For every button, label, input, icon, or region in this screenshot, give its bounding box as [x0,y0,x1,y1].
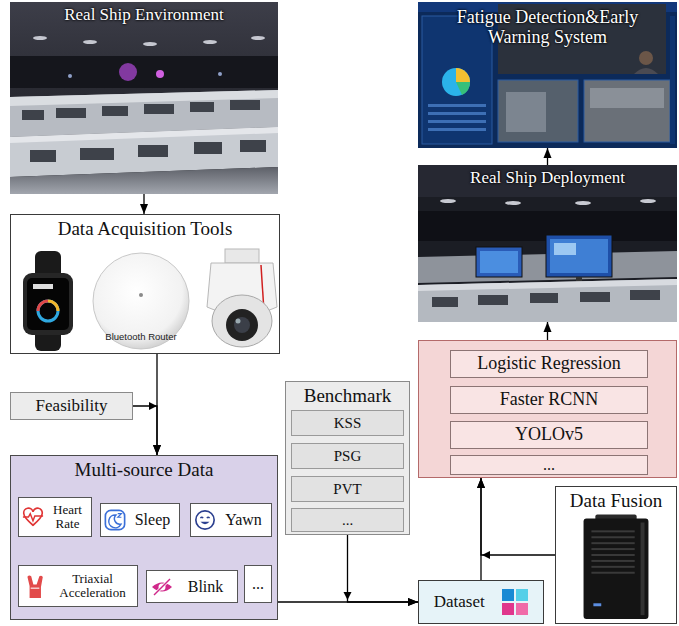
process-box: Feasibility [10,392,133,420]
icon [150,575,174,599]
data-item: ... [244,565,272,603]
panel-title: Real Ship Environment [10,2,278,25]
flow-arrow [480,478,481,580]
panel-title: Multi-source Data [11,456,277,481]
item-label: KSS [334,415,362,432]
flow-arrow [481,478,555,555]
item-label: PSG [334,448,362,465]
panel-title: Benchmark [286,382,409,407]
flow-arrow [348,535,419,602]
dataset-box: Dataset [418,580,544,624]
data-item: Yawn [190,503,272,537]
data-item: ... [450,455,648,475]
flow-arrow [547,322,548,340]
group-box: BenchmarkKSS PSG PVT... [285,381,410,535]
group-box: Multi-source DataHeart Rate Sleep YawnTria… [10,455,278,620]
panel-title: Real Ship Deployment [418,165,677,188]
item-label: Heart Rate [47,503,88,532]
data-item: Heart Rate [18,497,92,537]
illustration [10,2,278,194]
item-label: PVT [333,481,361,498]
panel-title: Data Acquisition Tools [11,215,279,240]
item-label: ... [342,512,353,529]
panel-title: Fatigue Detection&Early Warning System [440,4,655,48]
item-label: YOLOv5 [515,425,583,445]
data-item: Logistic Regression [450,350,648,378]
flow-arrow [133,406,157,455]
item-label: Sleep [129,511,176,529]
flow-arrow [143,194,144,214]
data-item: Triaxial Acceleration [18,565,138,607]
data-item: Faster RCNN [450,386,648,414]
item-label: ... [543,456,555,474]
illustration [418,165,677,322]
screenshot-panel: Fatigue Detection&Early Warning System [418,2,677,148]
item-label: Triaxial Acceleration [51,572,134,601]
tools-panel: Data Acquisition ToolsBluetooth Router [10,214,280,354]
data-item: ... [291,508,404,532]
fusion-box: Data Fusion [555,486,677,624]
icon [104,509,126,531]
data-item: PSG [291,443,404,469]
panel-title: Data Fusion [556,487,676,512]
data-item: YOLOv5 [450,421,648,449]
icon [502,589,528,615]
data-item: PVT [291,476,404,502]
box-label: Dataset [434,593,485,612]
icon [22,573,48,599]
icon [194,509,216,531]
model-group: Logistic RegressionFaster RCNN YOLOv5... [418,340,677,478]
icon [22,506,44,528]
box-label: Feasibility [36,397,108,416]
photo-panel: Real Ship Deployment [418,165,677,322]
flow-arrow [547,148,548,165]
item-label: Blink [177,578,234,596]
device-label: Bluetooth Router [101,332,181,342]
data-item: Blink [146,570,238,603]
item-label: Yawn [219,511,268,529]
item-label: ... [248,575,268,593]
item-label: Faster RCNN [500,390,599,410]
data-item: Sleep [100,503,180,537]
data-item: KSS [291,410,404,436]
item-label: Logistic Regression [477,354,620,374]
photo-panel: Real Ship Environment [10,2,278,194]
